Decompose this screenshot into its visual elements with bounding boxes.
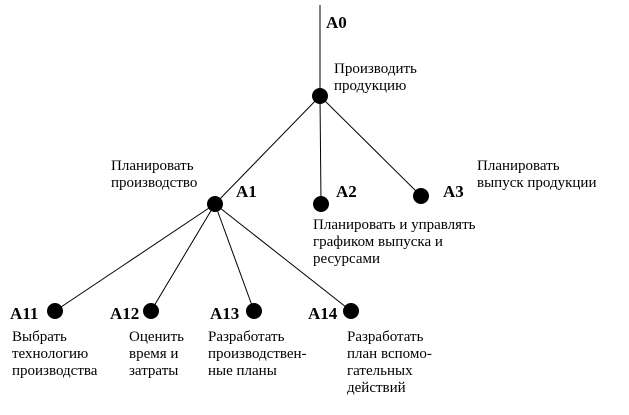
node-label-line: действий [347, 380, 406, 396]
node-label-line: технологию [12, 346, 88, 362]
node-code: A3 [443, 182, 464, 201]
node-code: A14 [308, 304, 338, 323]
node-dot [313, 196, 329, 212]
edge-a0-a3 [319, 95, 422, 197]
edge-a1-a11 [54, 203, 216, 312]
node-label-line: время и [129, 346, 178, 362]
node-dot [207, 196, 223, 212]
node-code: A1 [236, 182, 257, 201]
node-dot [413, 188, 429, 204]
node-label-line: затраты [129, 363, 178, 379]
node-code: A12 [110, 304, 139, 323]
node-dot [143, 303, 159, 319]
node-label-line: Разработать [208, 329, 285, 345]
edge-a0-a2 [319, 95, 322, 205]
node-label-line: продукцию [334, 78, 406, 94]
node-label-line: производства [12, 363, 98, 379]
node-label-line: гательных [347, 363, 413, 379]
node-label-line: Разработать [347, 329, 424, 345]
edge-a1-a12 [150, 203, 216, 312]
node-label-line: графиком выпуска и [313, 234, 443, 250]
node-code: A2 [336, 182, 357, 201]
node-code: A0 [326, 13, 347, 32]
node-label-line: ные планы [208, 363, 277, 379]
node-dot [246, 303, 262, 319]
edge-a1-a13 [214, 203, 255, 312]
node-label-line: план вспомо- [347, 346, 432, 362]
node-label-line: производство [111, 175, 197, 191]
edges-layer [54, 95, 422, 312]
node-label-line: Выбрать [12, 329, 67, 345]
node-dot [312, 88, 328, 104]
edge-a0-a1 [214, 95, 321, 205]
node-label-line: Планировать и управлять [313, 217, 476, 233]
node-code: A13 [210, 304, 239, 323]
edge-a1-a14 [214, 203, 352, 312]
node-label-line: Оценить [129, 329, 184, 345]
node-label-line: Планировать [477, 158, 560, 174]
node-label-line: Планировать [111, 158, 194, 174]
node-dot [343, 303, 359, 319]
node-label-line: производствен- [208, 346, 307, 362]
node-label-line: ресурсами [313, 251, 380, 267]
node-code: A11 [10, 304, 38, 323]
node-dot [47, 303, 63, 319]
node-label-line: выпуск продукции [477, 175, 596, 191]
node-label-line: Производить [334, 61, 417, 77]
